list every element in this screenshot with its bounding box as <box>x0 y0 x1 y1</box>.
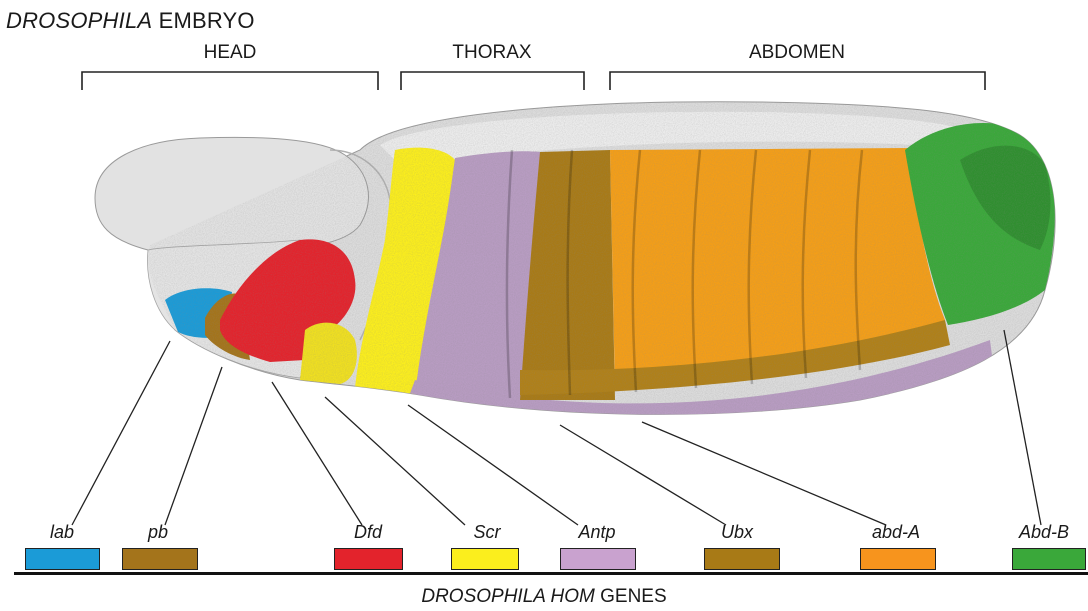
chromosome-line <box>14 572 1088 575</box>
region-brackets <box>82 72 985 90</box>
gene-box-dfd <box>334 548 403 570</box>
footer-suffix: GENES <box>595 586 667 607</box>
gene-label-dfd: Dfd <box>318 522 418 543</box>
gene-box-lab <box>25 548 100 570</box>
connector-abd-b <box>1004 330 1041 525</box>
footer-caption: DROSOPHILA HOM GENES <box>0 586 1088 608</box>
gene-label-pb: pb <box>108 522 208 543</box>
connector-scr <box>325 397 465 525</box>
embryo-body <box>80 100 1070 430</box>
gene-label-ubx: Ubx <box>687 522 787 543</box>
gene-label-abd-a: abd-A <box>846 522 946 543</box>
gene-box-scr <box>451 548 519 570</box>
gene-label-lab: lab <box>12 522 112 543</box>
bracket-thorax <box>401 72 584 90</box>
connector-ubx <box>560 425 726 525</box>
bracket-head <box>82 72 378 90</box>
connector-dfd <box>272 382 362 525</box>
gene-label-abd-b: Abd-B <box>994 522 1088 543</box>
gene-box-ubx <box>704 548 780 570</box>
connector-lab <box>72 341 170 525</box>
bracket-abdomen <box>610 72 985 90</box>
gene-label-antp: Antp <box>547 522 647 543</box>
gene-box-abd-b <box>1012 548 1086 570</box>
footer-italic: DROSOPHILA HOM <box>421 586 595 607</box>
connector-abd-a <box>642 422 886 525</box>
connector-antp <box>408 405 578 525</box>
gene-box-pb <box>122 548 198 570</box>
gene-box-antp <box>560 548 636 570</box>
connector-pb <box>165 367 222 525</box>
gene-box-abd-a <box>860 548 936 570</box>
gene-label-scr: Scr <box>437 522 537 543</box>
